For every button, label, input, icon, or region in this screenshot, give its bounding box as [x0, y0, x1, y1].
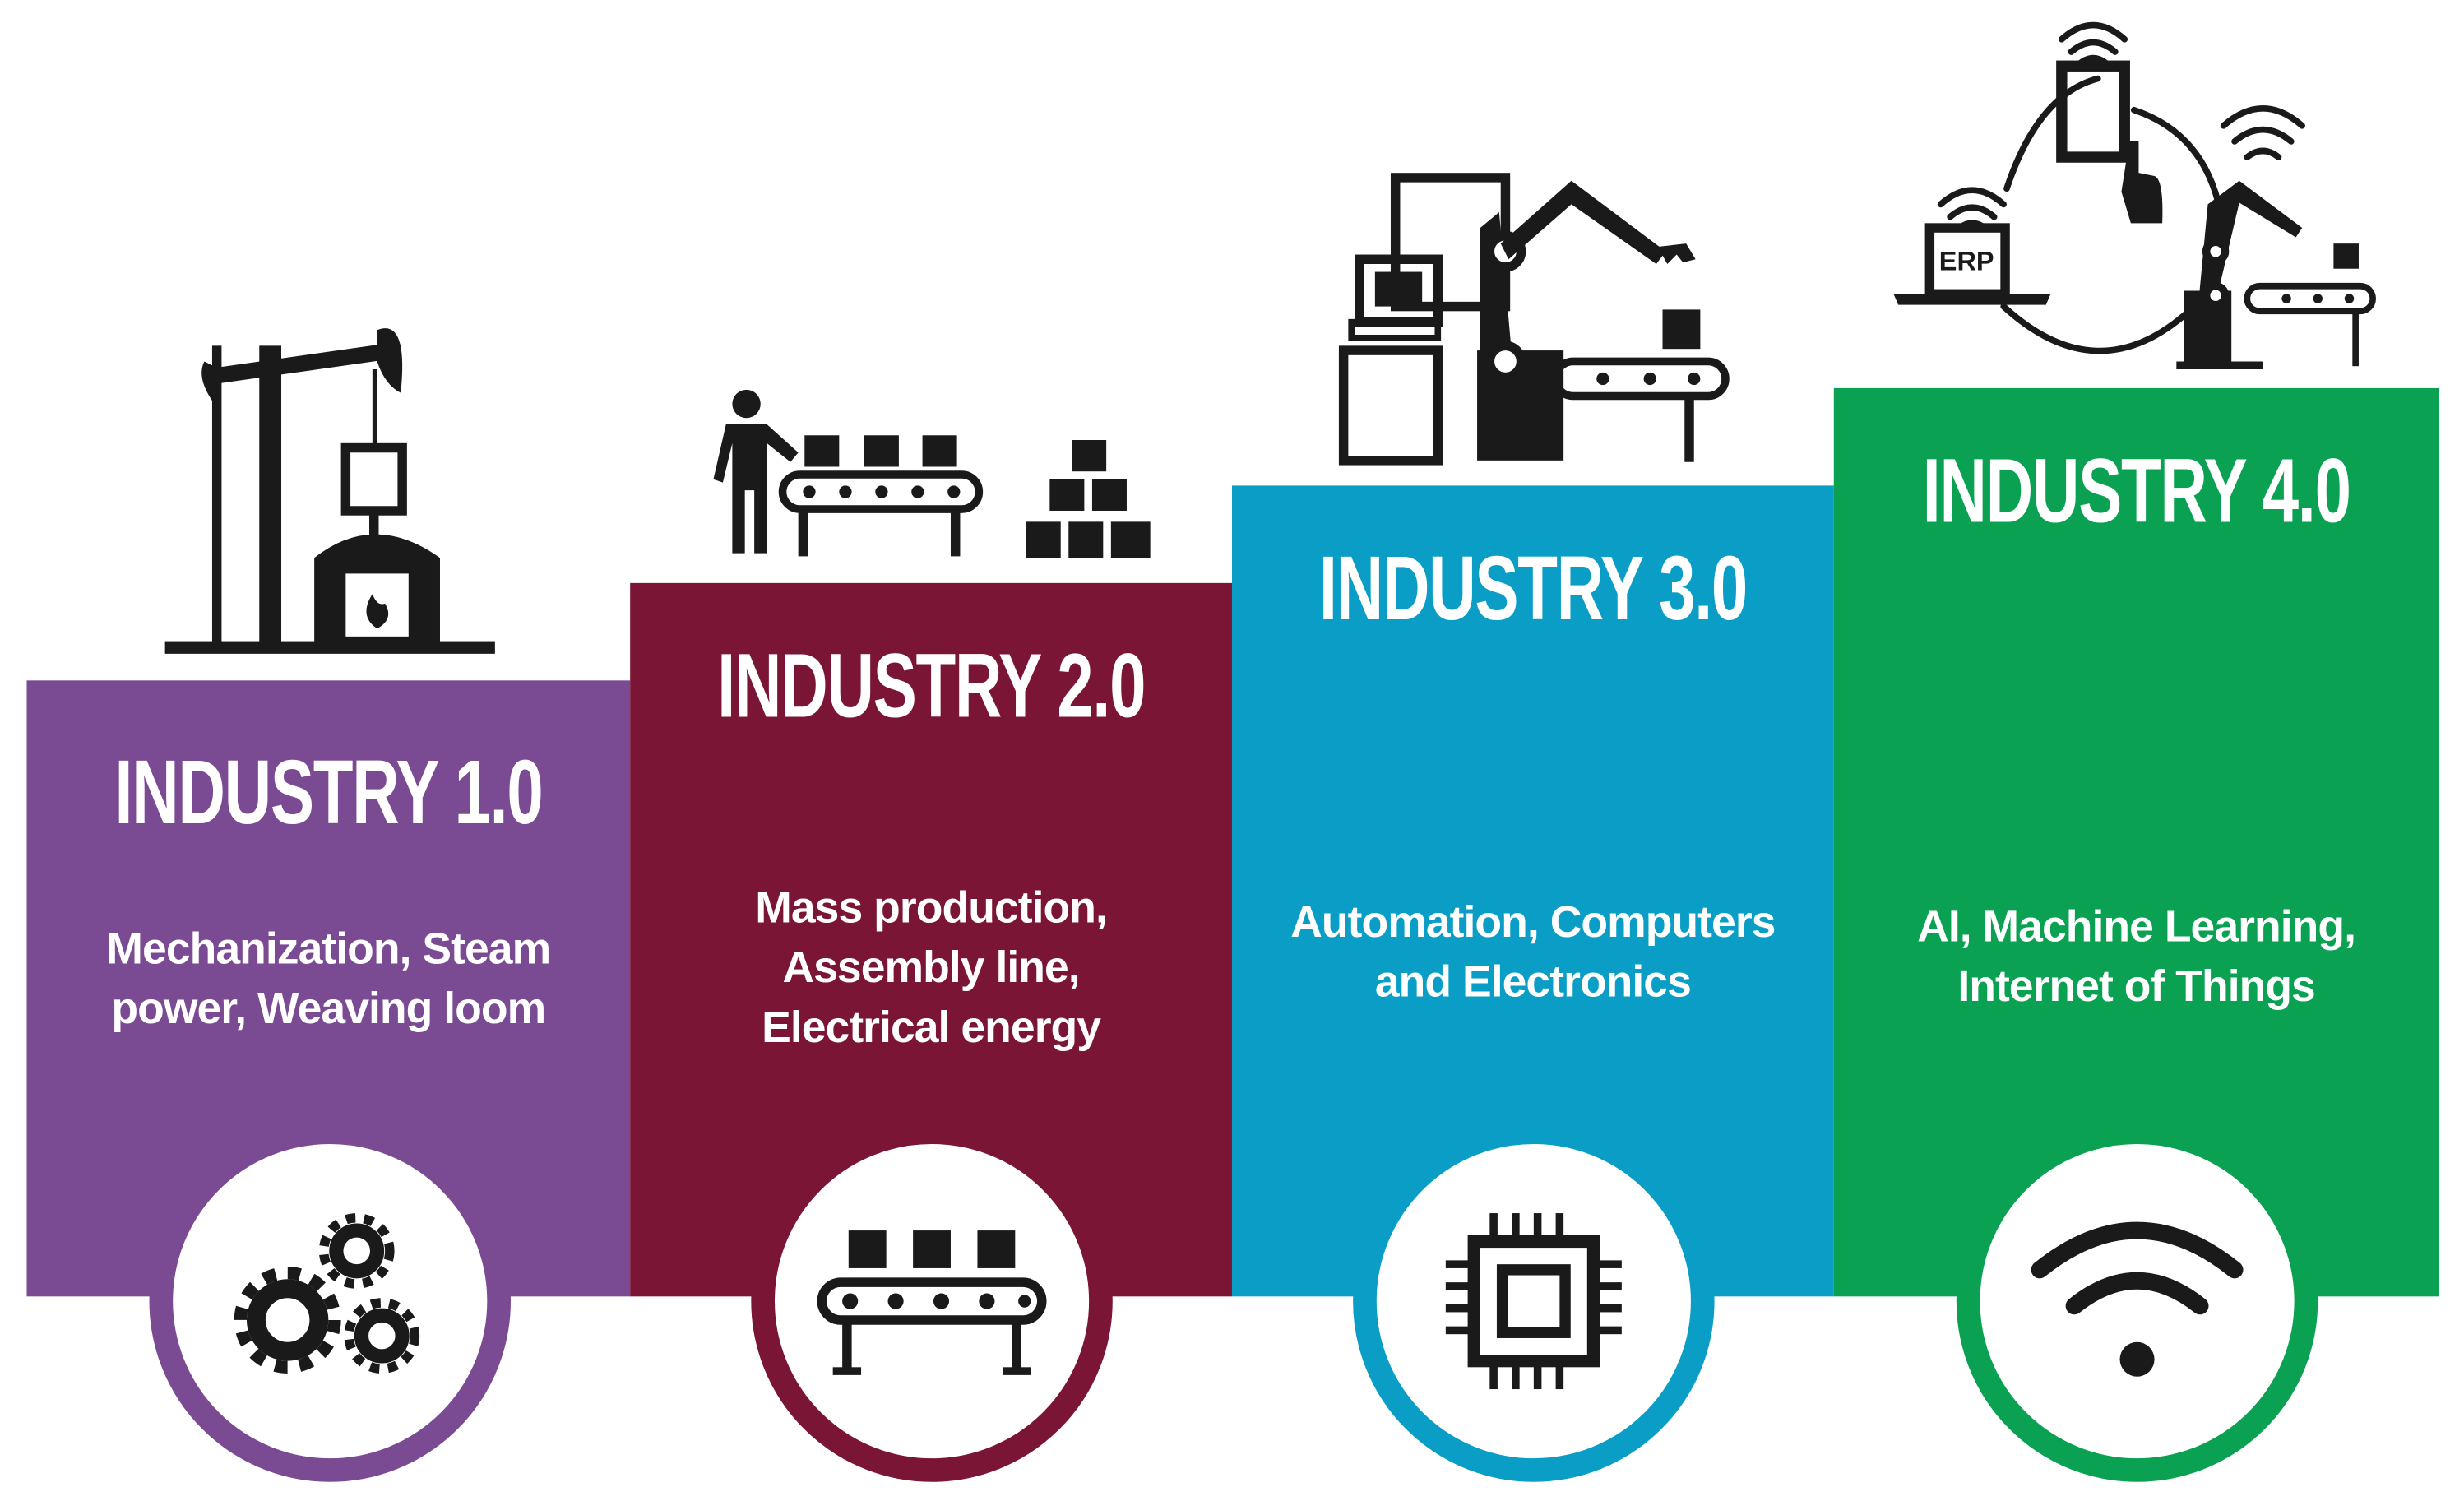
- wifi-icon: [2031, 1221, 2244, 1377]
- stage-industry-1: INDUSTRY 1.0 Mechanization, Steam power,…: [26, 680, 631, 1297]
- microchip-icon: [1445, 1213, 1622, 1390]
- stage-description: AI, Machine Learning, Internet of Things: [1834, 897, 2439, 1017]
- robot-arm-computer-icon: [1338, 173, 1730, 466]
- stage-description: Mechanization, Steam power, Weaving loom: [26, 920, 630, 1039]
- description-line: AI, Machine Learning,: [1917, 901, 2356, 951]
- gears-icon: [234, 1213, 420, 1374]
- stage-description: Automation, Computers and Electronics: [1232, 892, 1834, 1012]
- description-line: Mechanization, Steam: [106, 924, 551, 973]
- iot-network-icon: [1893, 21, 2376, 370]
- description-line: Mass production,: [755, 883, 1108, 933]
- erp-label: ERP: [1938, 246, 1994, 277]
- conveyor-belt-icon-badge: [751, 1120, 1113, 1482]
- description-line: and Electronics: [1374, 957, 1692, 1006]
- stage-title: INDUSTRY 1.0: [114, 741, 543, 845]
- stage-description: Mass production, Assembly line, Electric…: [630, 878, 1232, 1058]
- stage-title: INDUSTRY 2.0: [717, 634, 1146, 738]
- description-line: power, Weaving loom: [111, 984, 546, 1033]
- assembly-line-worker-icon: [713, 389, 1151, 558]
- conveyor-belt-icon: [817, 1230, 1047, 1375]
- microchip-icon-badge: [1353, 1120, 1715, 1482]
- description-line: Automation, Computers: [1290, 897, 1776, 947]
- stage-title: INDUSTRY 4.0: [1922, 439, 2351, 543]
- description-line: Internet of Things: [1957, 961, 2316, 1011]
- stage-title: INDUSTRY 3.0: [1318, 537, 1748, 640]
- gears-icon-badge: [149, 1120, 511, 1482]
- wifi-icon-badge: [1956, 1120, 2318, 1482]
- steam-engine-icon: [164, 328, 495, 654]
- description-line: Electrical energy: [762, 1003, 1101, 1052]
- description-line: Assembly line,: [782, 943, 1080, 992]
